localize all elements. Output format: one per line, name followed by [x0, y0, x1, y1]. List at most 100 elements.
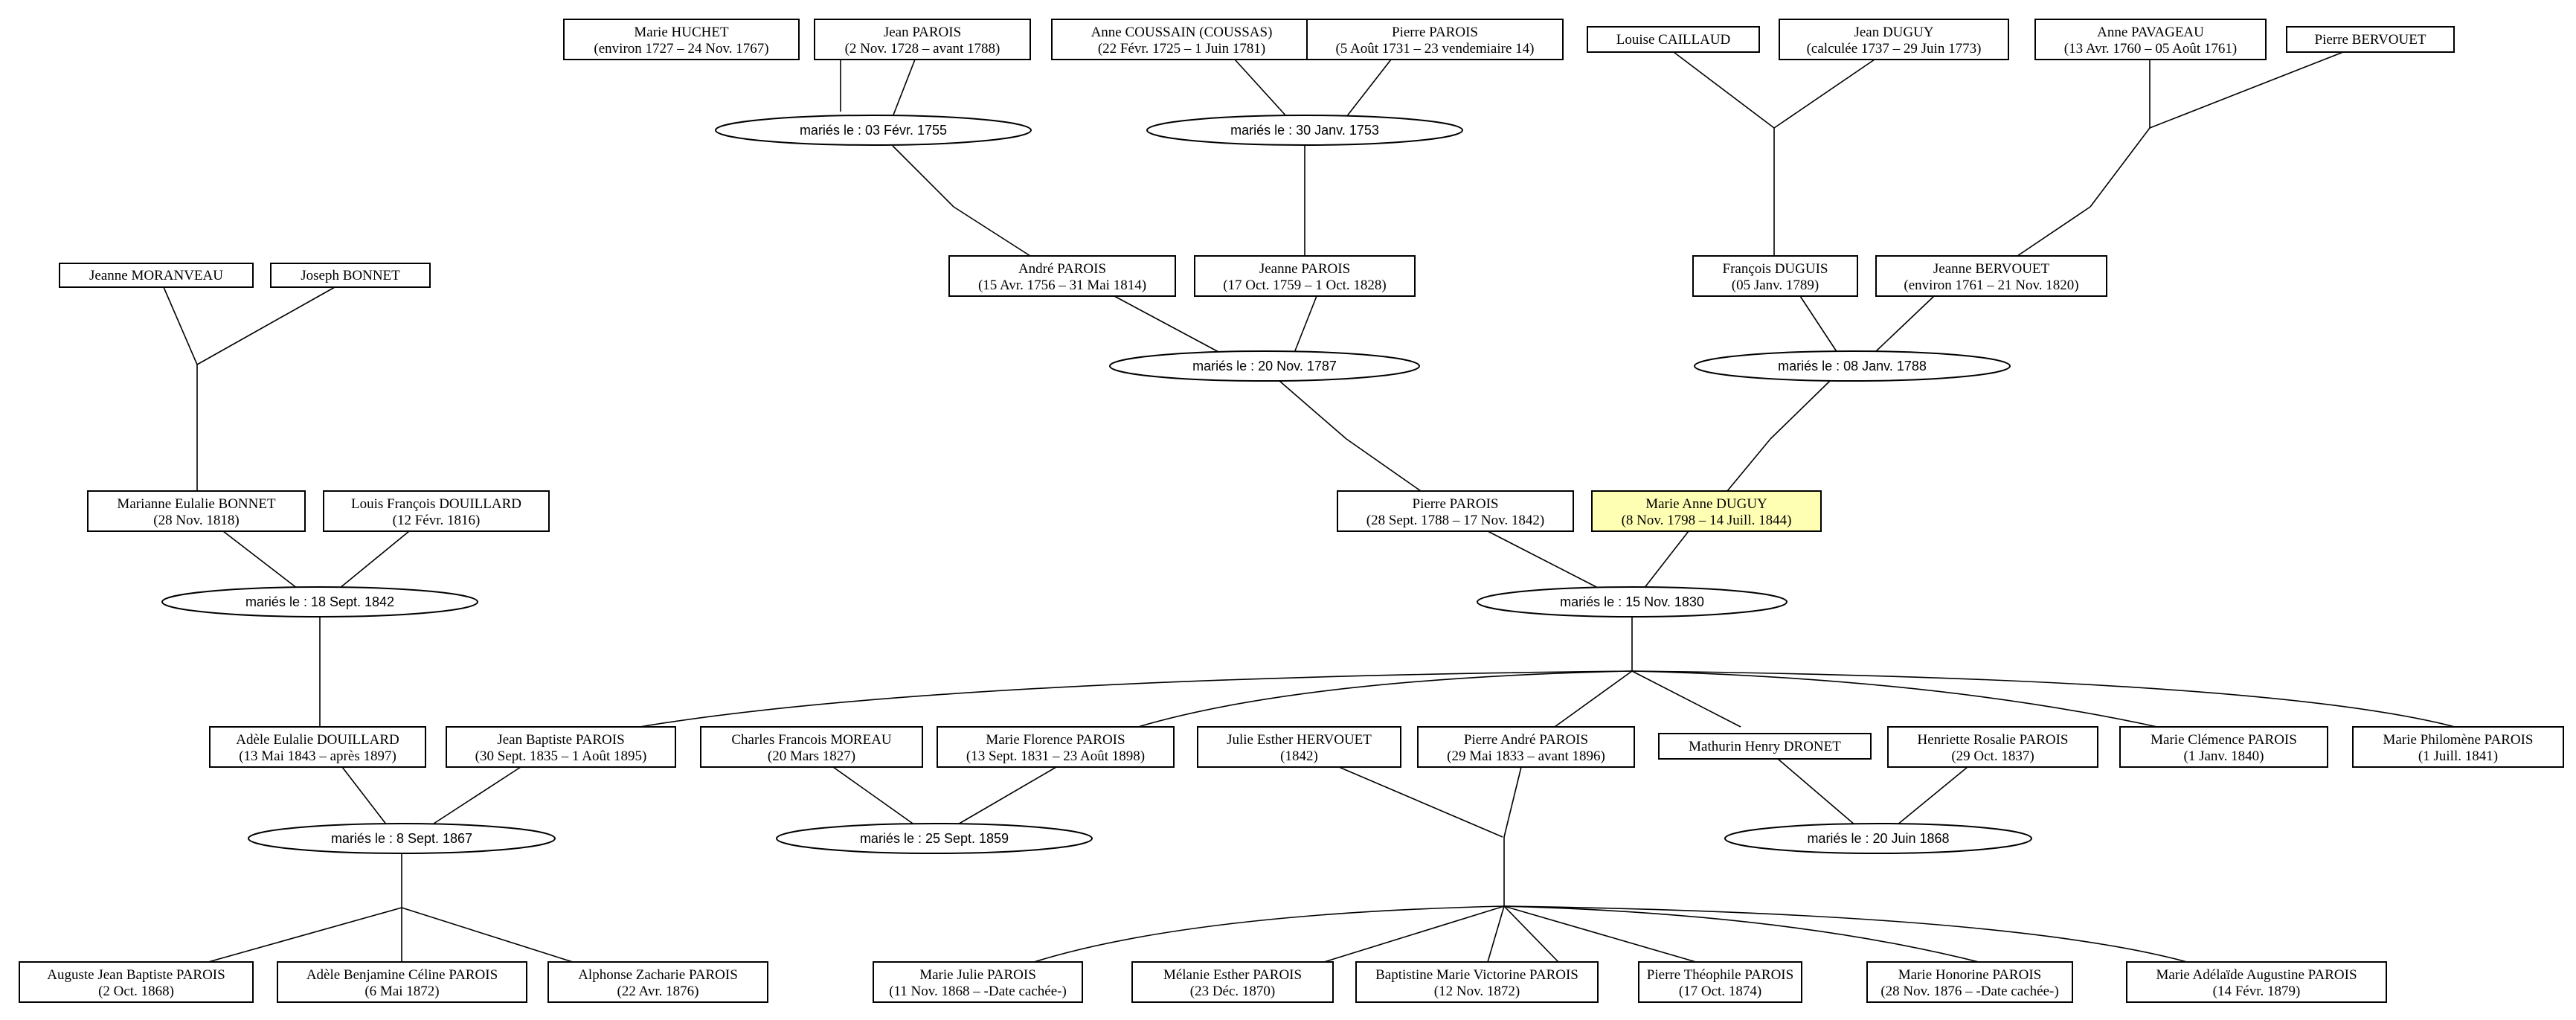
person-box-frame[interactable]: [1197, 726, 1401, 768]
person-box-anne-coussain[interactable]: Anne COUSSAIN (COUSSAS)(22 Févr. 1725 – …: [1051, 19, 1312, 60]
person-name: Auguste Jean Baptiste PAROIS: [47, 967, 225, 983]
person-box-frame[interactable]: [1587, 26, 1760, 53]
person-box-andre-parois[interactable]: André PAROIS(15 Avr. 1756 – 31 Mai 1814): [948, 255, 1176, 297]
person-box-frame[interactable]: [948, 255, 1176, 297]
person-box-frame[interactable]: [1194, 255, 1416, 297]
person-box-frame[interactable]: [814, 19, 1031, 60]
person-name: Pierre BERVOUET: [2315, 32, 2426, 48]
connector-line: [1673, 51, 1775, 129]
person-box-frame[interactable]: [2126, 961, 2387, 1003]
person-box-julie-hervouet[interactable]: Julie Esther HERVOUET(1842): [1197, 726, 1401, 768]
person-box-alphonse-parois[interactable]: Alphonse Zacharie PAROIS(22 Avr. 1876): [547, 961, 768, 1003]
person-box-charles-moreau[interactable]: Charles Francois MOREAU(20 Mars 1827): [700, 726, 923, 768]
person-box-pierre-parois-1788[interactable]: Pierre PAROIS(28 Sept. 1788 – 17 Nov. 18…: [1337, 490, 1574, 532]
person-box-marie-julie-parois[interactable]: Marie Julie PAROIS(11 Nov. 1868 – -Date …: [873, 961, 1083, 1003]
person-box-frame[interactable]: [277, 961, 527, 1003]
person-boxes: Marie HUCHET(environ 1727 – 24 Nov. 1767…: [19, 19, 2564, 1003]
person-box-frame[interactable]: [1355, 961, 1599, 1003]
person-box-frame[interactable]: [1779, 19, 2009, 60]
person-box-marie-philomene-parois[interactable]: Marie Philomène PAROIS(1 Juill. 1841): [2352, 726, 2564, 768]
person-box-adele-benjamine-parois[interactable]: Adèle Benjamine Céline PAROIS(6 Mai 1872…: [277, 961, 527, 1003]
person-box-jean-parois[interactable]: Jean PAROIS(2 Nov. 1728 – avant 1788): [814, 19, 1031, 60]
person-box-frame[interactable]: [1887, 726, 2098, 768]
marriage-node: mariés le : 20 Nov. 1787: [1109, 350, 1420, 382]
person-box-frame[interactable]: [1658, 733, 1872, 760]
person-box-frame[interactable]: [1638, 961, 1802, 1003]
person-box-adele-douillard[interactable]: Adèle Eulalie DOUILLARD(13 Mai 1843 – ap…: [209, 726, 426, 768]
marriage-node: mariés le : 03 Févr. 1755: [715, 115, 1032, 146]
person-box-frame[interactable]: [1051, 19, 1312, 60]
person-box-frame[interactable]: [87, 490, 306, 532]
person-box-jeanne-parois[interactable]: Jeanne PAROIS(17 Oct. 1759 – 1 Oct. 1828…: [1194, 255, 1416, 297]
person-dates: (28 Sept. 1788 – 17 Nov. 1842): [1366, 513, 1544, 528]
person-box-marie-anne-duguy[interactable]: Marie Anne DUGUY(8 Nov. 1798 – 14 Juill.…: [1591, 490, 1822, 532]
person-box-frame[interactable]: [563, 19, 800, 60]
person-box-marie-honorine-parois[interactable]: Marie Honorine PAROIS(28 Nov. 1876 – -Da…: [1866, 961, 2073, 1003]
person-box-jean-baptiste-parois[interactable]: Jean Baptiste PAROIS(30 Sept. 1835 – 1 A…: [446, 726, 676, 768]
person-box-frame[interactable]: [1131, 961, 1334, 1003]
person-box-frame[interactable]: [323, 490, 550, 532]
marriage-oval: [1477, 586, 1788, 618]
person-box-pierre-andre-parois[interactable]: Pierre André PAROIS(29 Mai 1833 – avant …: [1417, 726, 1635, 768]
person-box-frame[interactable]: [2352, 726, 2564, 768]
person-box-jeanne-bervouet[interactable]: Jeanne BERVOUET(environ 1761 – 21 Nov. 1…: [1875, 255, 2107, 297]
person-box-pierre-theophile-parois[interactable]: Pierre Théophile PAROIS(17 Oct. 1874): [1638, 961, 1802, 1003]
connector-line: [1643, 530, 1689, 589]
person-box-frame[interactable]: [700, 726, 923, 768]
connector-line: [1114, 295, 1221, 353]
person-box-frame[interactable]: [59, 263, 254, 288]
person-box-frame[interactable]: [547, 961, 768, 1003]
person-box-louise-caillaud[interactable]: Louise CAILLAUD: [1587, 26, 1760, 53]
person-box-auguste-parois[interactable]: Auguste Jean Baptiste PAROIS(2 Oct. 1868…: [19, 961, 254, 1003]
person-box-frame[interactable]: [1875, 255, 2107, 297]
person-box-frame[interactable]: [1692, 255, 1858, 297]
person-box-frame[interactable]: [2119, 726, 2328, 768]
person-box-marie-huchet[interactable]: Marie HUCHET(environ 1727 – 24 Nov. 1767…: [563, 19, 800, 60]
person-box-marie-florence-parois[interactable]: Marie Florence PAROIS(13 Sept. 1831 – 23…: [937, 726, 1175, 768]
person-box-frame[interactable]: [2034, 19, 2267, 60]
person-dates: (17 Oct. 1759 – 1 Oct. 1828): [1223, 278, 1387, 293]
person-box-marie-clemence-parois[interactable]: Marie Clémence PAROIS(1 Janv. 1840): [2119, 726, 2328, 768]
person-box-frame[interactable]: [1337, 490, 1574, 532]
person-box-frame[interactable]: [1306, 19, 1564, 60]
person-box-frame[interactable]: [19, 961, 254, 1003]
person-box-louis-douillard[interactable]: Louis François DOUILLARD(12 Févr. 1816): [323, 490, 550, 532]
person-box-baptistine-parois[interactable]: Baptistine Marie Victorine PAROIS(12 Nov…: [1355, 961, 1599, 1003]
person-box-frame[interactable]: [1866, 961, 2073, 1003]
person-name: Marie Clémence PAROIS: [2151, 732, 2297, 748]
person-dates: (11 Nov. 1868 – -Date cachée-): [889, 984, 1067, 999]
person-dates: (5 Août 1731 – 23 vendemiaire 14): [1335, 41, 1534, 57]
person-box-frame[interactable]: [873, 961, 1083, 1003]
person-dates: (23 Déc. 1870): [1190, 984, 1276, 999]
person-box-jeanne-moranveau[interactable]: Jeanne MORANVEAU: [59, 263, 254, 288]
connector-line: [338, 530, 410, 589]
person-name: Louise CAILLAUD: [1616, 32, 1731, 48]
person-box-pierre-bervouet[interactable]: Pierre BERVOUET: [2286, 26, 2455, 53]
person-box-pierre-parois-1731[interactable]: Pierre PAROIS(5 Août 1731 – 23 vendemiai…: [1306, 19, 1564, 60]
person-box-frame[interactable]: [446, 726, 676, 768]
marriage-node: mariés le : 18 Sept. 1842: [161, 586, 478, 618]
person-box-frame[interactable]: [1417, 726, 1635, 768]
marriage-node: mariés le : 25 Sept. 1859: [776, 823, 1093, 854]
person-name: Joseph BONNET: [301, 268, 400, 283]
marriage-oval: [248, 823, 556, 854]
person-box-anne-pavageau[interactable]: Anne PAVAGEAU(13 Avr. 1760 – 05 Août 176…: [2034, 19, 2267, 60]
person-box-marie-adelaide-parois[interactable]: Marie Adélaïde Augustine PAROIS(14 Févr.…: [2126, 961, 2387, 1003]
person-dates: (30 Sept. 1835 – 1 Août 1895): [475, 748, 647, 764]
person-box-jean-duguy[interactable]: Jean DUGUY(calculée 1737 – 29 Juin 1773): [1779, 19, 2009, 60]
person-box-melanie-parois[interactable]: Mélanie Esther PAROIS(23 Déc. 1870): [1131, 961, 1334, 1003]
connector-line: [1631, 670, 1741, 728]
person-box-marianne-bonnet[interactable]: Marianne Eulalie BONNET(28 Nov. 1818): [87, 490, 306, 532]
person-box-frame[interactable]: [209, 726, 426, 768]
person-box-frame[interactable]: [937, 726, 1175, 768]
person-box-mathurin-dronet[interactable]: Mathurin Henry DRONET: [1658, 733, 1872, 760]
person-box-frame[interactable]: [2286, 26, 2455, 53]
person-box-joseph-bonnet[interactable]: Joseph BONNET: [270, 263, 431, 288]
connector-line: [1777, 758, 1856, 826]
person-box-frame[interactable]: [270, 263, 431, 288]
marriage-date-label: mariés le : 20 Nov. 1787: [1192, 359, 1337, 373]
person-box-francois-duguis[interactable]: François DUGUIS(05 Janv. 1789): [1692, 255, 1858, 297]
person-box-henriette-parois[interactable]: Henriette Rosalie PAROIS(29 Oct. 1837): [1887, 726, 2098, 768]
person-box-frame[interactable]: [1591, 490, 1822, 532]
